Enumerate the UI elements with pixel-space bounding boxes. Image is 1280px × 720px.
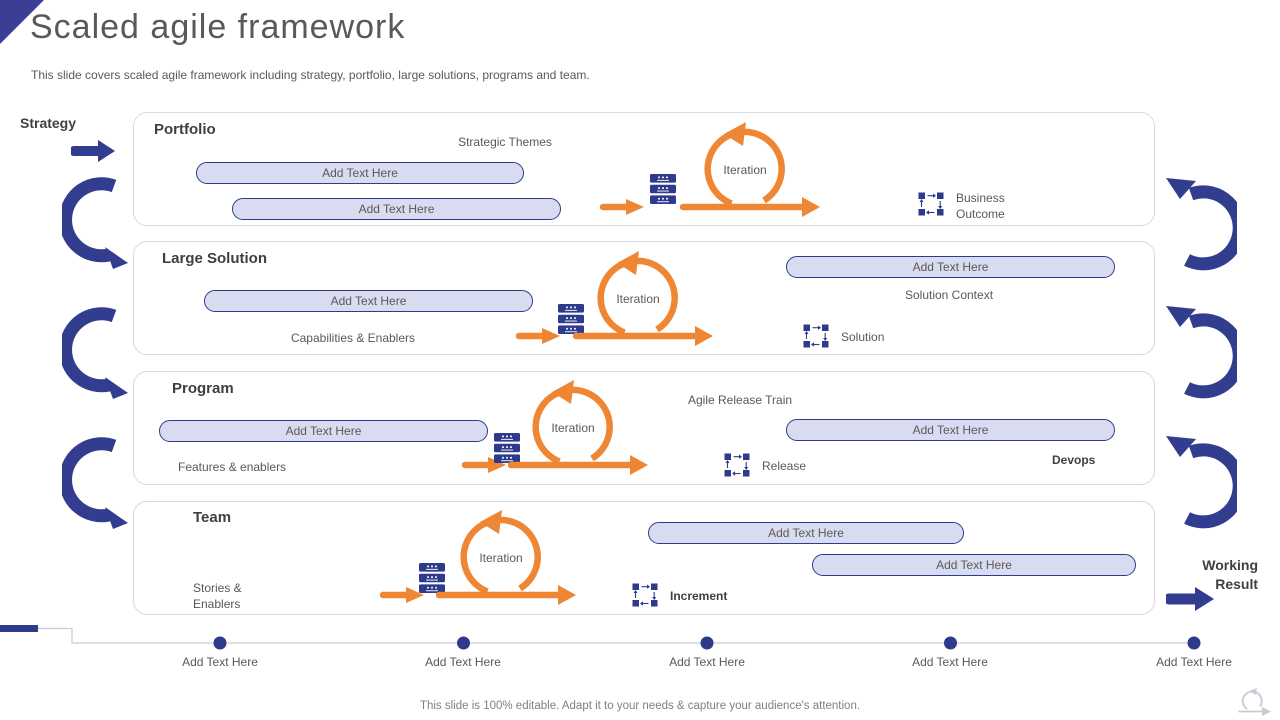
timeline-label[interactable]: Add Text Here	[425, 655, 501, 669]
release-label: Release	[762, 459, 807, 473]
add-text-pill[interactable]: Add Text Here	[159, 420, 488, 442]
business-outcome-label: Business Outcome	[956, 191, 1005, 221]
flow-arrow-icon	[516, 328, 560, 344]
footer-note: This slide is 100% editable. Adapt it to…	[419, 700, 861, 712]
flow-arrow-icon	[600, 199, 644, 215]
timeline-dot	[457, 636, 470, 650]
add-text-pill[interactable]: Add Text Here	[648, 522, 964, 544]
row-title-program: Program	[172, 380, 234, 397]
iteration-label: Iteration	[616, 292, 660, 306]
iteration-loop-icon	[436, 510, 576, 605]
row-title-team: Team	[193, 509, 232, 526]
timeline-track	[0, 625, 1201, 650]
timeline-label[interactable]: Add Text Here	[1156, 655, 1232, 669]
devops-label: Devops	[1052, 453, 1096, 467]
solution-label: Solution	[841, 330, 885, 344]
curved-arrow-left-icon	[62, 437, 128, 529]
timeline-label[interactable]: Add Text Here	[912, 655, 988, 669]
timeline-label[interactable]: Add Text Here	[669, 655, 745, 669]
working-result-label: Working Result	[1202, 557, 1258, 592]
timeline-dot	[1187, 636, 1201, 650]
working-result-arrow-icon	[1166, 587, 1214, 611]
curved-arrow-right-icon	[1166, 178, 1237, 271]
timeline-dot	[213, 636, 227, 650]
stories-enablers-label: Stories & Enablers	[193, 581, 242, 611]
curved-arrow-right-icon	[1166, 436, 1237, 529]
row-title-portfolio: Portfolio	[154, 121, 216, 138]
strategic-themes-label: Strategic Themes	[458, 135, 552, 149]
page-title: Scaled agile framework	[30, 8, 406, 46]
add-text-pill[interactable]: Add Text Here	[232, 198, 561, 220]
database-icon	[419, 563, 445, 593]
iteration-loop-icon	[508, 380, 648, 475]
agile-release-train-label: Agile Release Train	[688, 393, 793, 407]
capabilities-enablers-label: Capabilities & Enablers	[290, 331, 416, 345]
flow-arrow-icon	[380, 587, 424, 603]
iteration-label: Iteration	[479, 551, 523, 565]
timeline-dot	[944, 636, 957, 650]
slide-subtitle: This slide covers scaled agile framework…	[31, 68, 590, 82]
timeline-dot	[700, 636, 714, 650]
timeline-label[interactable]: Add Text Here	[182, 655, 258, 669]
cycle-icon	[803, 324, 829, 348]
strategy-arrow-icon	[71, 140, 115, 162]
add-text-pill[interactable]: Add Text Here	[204, 290, 533, 312]
add-text-pill[interactable]: Add Text Here	[786, 256, 1115, 278]
add-text-pill[interactable]: Add Text Here	[812, 554, 1136, 576]
features-enablers-label: Features & enablers	[178, 460, 287, 474]
database-icon	[494, 433, 520, 463]
database-icon	[650, 174, 676, 204]
row-title-large-solution: Large Solution	[162, 250, 267, 267]
agile-logo-icon	[1238, 688, 1271, 716]
curved-arrow-left-icon	[62, 307, 128, 399]
solution-context-label: Solution Context	[904, 288, 994, 302]
iteration-loop-icon	[680, 122, 820, 217]
cycle-icon	[632, 583, 658, 607]
cycle-icon	[918, 192, 944, 216]
corner-accent	[0, 0, 44, 44]
increment-label: Increment	[670, 589, 728, 603]
cycle-icon	[724, 453, 750, 477]
database-icon	[558, 304, 584, 334]
curved-arrow-right-icon	[1166, 306, 1237, 399]
strategy-label: Strategy	[20, 115, 77, 131]
add-text-pill[interactable]: Add Text Here	[786, 419, 1115, 441]
iteration-label: Iteration	[551, 421, 595, 435]
iteration-label: Iteration	[723, 163, 767, 177]
add-text-pill[interactable]: Add Text Here	[196, 162, 524, 184]
iteration-loop-icon	[573, 251, 713, 346]
flow-arrow-icon	[462, 457, 506, 473]
curved-arrow-left-icon	[62, 177, 128, 269]
